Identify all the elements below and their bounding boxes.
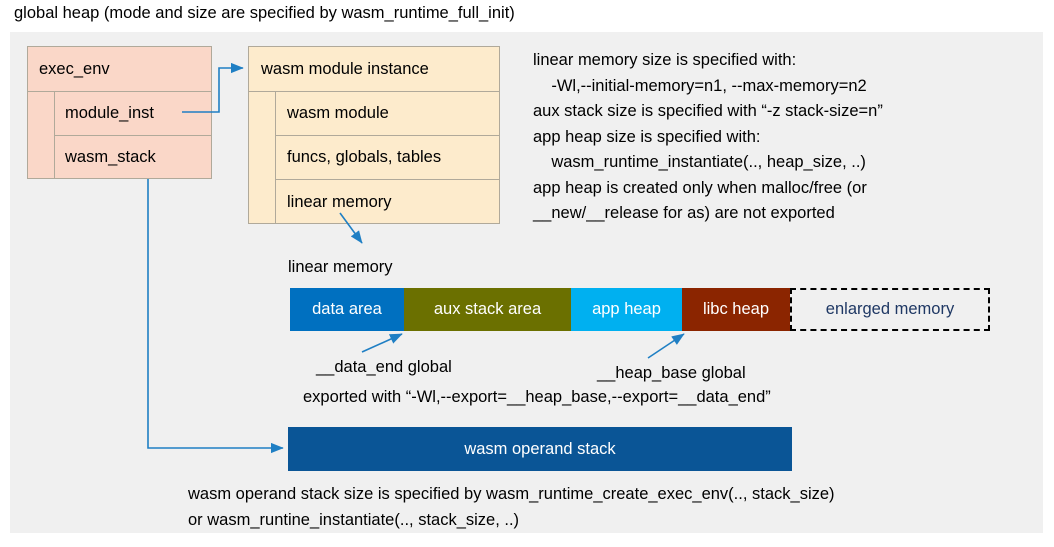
callout-exported-with: exported with “-Wl,--export=__heap_base,…	[303, 388, 771, 406]
memory-segment-aux-stack-area: aux stack area	[404, 288, 571, 331]
wasm-module-instance-rows: wasm module funcs, globals, tables linea…	[276, 92, 499, 224]
page-title: global heap (mode and size are specified…	[14, 4, 515, 22]
exec-env-header: exec_env	[28, 47, 211, 92]
memory-segment-data-area: data area	[290, 288, 404, 331]
memory-segment-libc-heap: libc heap	[682, 288, 790, 331]
operand-stack-notes: wasm operand stack size is specified by …	[188, 485, 835, 529]
wasm-module-instance-header: wasm module instance	[249, 47, 499, 92]
wasm-module-instance-box: wasm module instance wasm module funcs, …	[248, 46, 500, 224]
row-linear-memory: linear memory	[287, 192, 392, 211]
memory-segment-enlarged-memory: enlarged memory	[790, 288, 990, 331]
callout-data-end: __data_end global	[316, 358, 452, 376]
row-wasm-module: wasm module	[276, 92, 499, 136]
linear-memory-notes: linear memory size is specified with: -W…	[533, 51, 883, 222]
exec-env-field-rows: module_inst wasm_stack	[55, 92, 211, 179]
wasm-module-instance-rows-wrap: wasm module funcs, globals, tables linea…	[249, 92, 499, 224]
memory-segment-app-heap: app heap	[571, 288, 682, 331]
wasm-module-instance-gutter	[249, 92, 276, 224]
row-funcs-globals-tables: funcs, globals, tables	[276, 136, 499, 180]
exec-env-fields: module_inst wasm_stack	[28, 92, 211, 179]
callout-heap-base: __heap_base global	[597, 364, 746, 382]
exec-env-field-module-inst: module_inst	[55, 92, 211, 136]
linear-memory-bar-label: linear memory	[288, 258, 393, 276]
exec-env-box: exec_env module_inst wasm_stack	[27, 46, 212, 179]
exec-env-gutter	[28, 92, 55, 179]
exec-env-field-wasm-stack: wasm_stack	[65, 148, 156, 166]
wasm-operand-stack-box: wasm operand stack	[288, 427, 792, 471]
